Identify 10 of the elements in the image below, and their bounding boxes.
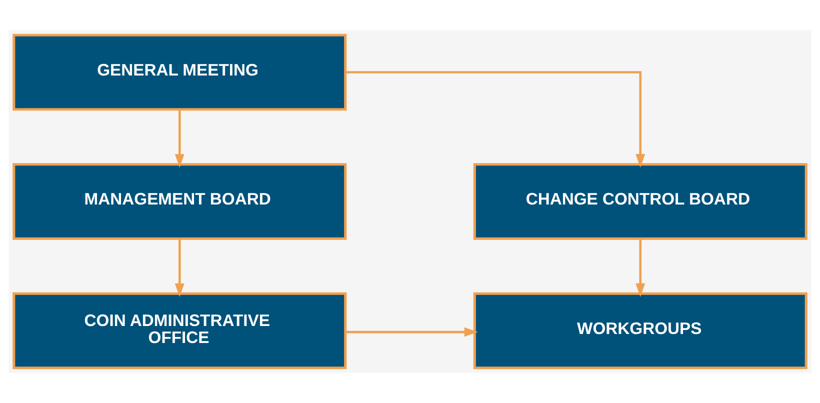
arrow xyxy=(346,71,646,168)
arrow xyxy=(636,238,646,297)
node-box: WORKGROUPS xyxy=(473,292,808,370)
node-box: COIN ADMINISTRATIVE OFFICE xyxy=(12,292,347,370)
arrow xyxy=(174,238,184,297)
arrow xyxy=(346,327,478,337)
node-box: MANAGEMENT BOARD xyxy=(12,163,347,240)
node-box: CHANGE CONTROL BOARD xyxy=(473,163,808,240)
node-box: GENERAL MEETING xyxy=(12,34,347,111)
arrow xyxy=(174,110,184,168)
